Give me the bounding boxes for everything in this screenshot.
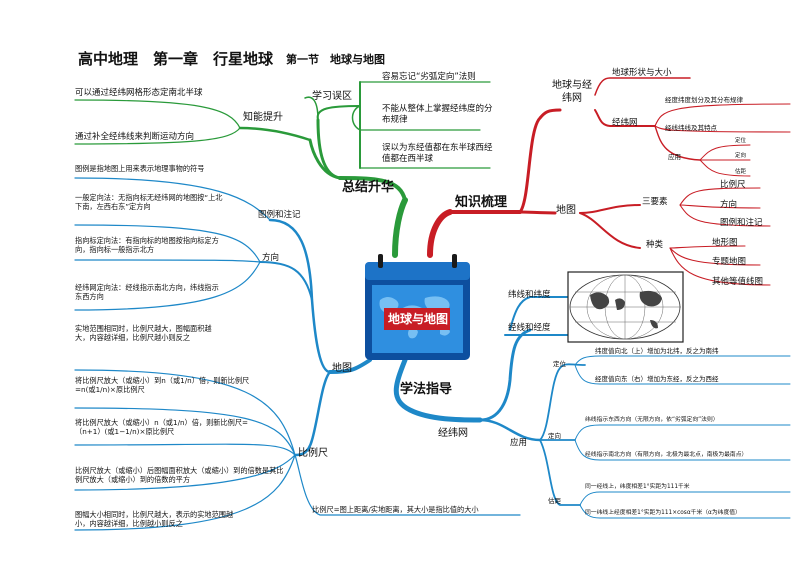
dx-item: 纬线指示东西方向（无限方向，依“劣弧定向”法则） — [585, 417, 719, 423]
jwd-item: 经度纬度划分及其分布规律 — [665, 96, 743, 104]
jwd-item: 经线纬线及其特点 — [665, 124, 717, 132]
knowledge-branch-lines — [427, 77, 791, 286]
xuexi-wuqu: 学习误区 — [312, 91, 352, 102]
yy-item: 定向 — [735, 153, 747, 159]
knowledge-branch-label: 知识梳理 — [455, 195, 508, 210]
dqxz: 地球形状与大小 — [612, 68, 672, 78]
jx-jd: 经线和经度 — [508, 323, 551, 333]
fx-item: 一般定向法：无指向标无经纬网的地图按“上北下南，左西右东”定方向 — [75, 193, 223, 211]
section-title: 第一节 地球与地图 — [286, 53, 385, 66]
wq-item: 不能从整体上掌握经纬度的分布规律 — [382, 104, 493, 125]
jww: 经纬网 — [612, 118, 638, 128]
dw-item: 纬度值向北（上）增加为北纬，反之为南纬 — [595, 347, 719, 355]
dingwei: 定位 — [553, 360, 566, 368]
wq-item: 误以为东经值都在东半球西经值都在西半球 — [382, 143, 493, 164]
bls-item: 实地范围相同时，比例尺越大，图幅面积越大，内容越详细，比例尺越小则反之 — [75, 324, 212, 342]
method-map: 地图 — [332, 363, 352, 374]
fangxiang: 方向 — [262, 253, 280, 263]
method-yingyong: 应用 — [510, 438, 528, 448]
page-title: 高中地理 第一章 行星地球 — [78, 50, 274, 68]
zl-item: 其他等值线图 — [712, 277, 764, 287]
dx-item: 经线指示南北方向（有限方向，北极为最北点，南极为最南点） — [585, 452, 748, 458]
bls-item: 比例尺放大（或缩小）后图幅面积放大（或缩小）到的倍数是其比例尺放大（或缩小）到的… — [75, 466, 284, 484]
sys-item: 方向 — [720, 200, 738, 210]
fx-item: 指向标定向法：有指向标的地图按指向标定方向，指向标一般指示北方 — [75, 236, 219, 254]
zl-item: 地形图 — [712, 238, 738, 248]
sys: 三要素 — [642, 197, 668, 207]
method-jww: 经纬网 — [438, 428, 468, 439]
zt-item: 通过补全经纬线来判断运动方向 — [75, 132, 195, 142]
zhineng-tisheng: 知能提升 — [243, 112, 283, 123]
guju: 估距 — [548, 497, 561, 505]
center-card — [365, 254, 470, 360]
dqjww: 地球与经纬网 — [552, 80, 592, 104]
yy-item: 定位 — [735, 138, 747, 144]
summary-branch-label: 总结升华 — [342, 180, 395, 195]
center-label: 地球与地图 — [388, 312, 449, 326]
summary-branch-lines — [74, 81, 491, 258]
ditu: 地图 — [556, 205, 576, 216]
yy-item: 估距 — [735, 169, 747, 175]
bls-item: 将比例尺放大（或缩小）n（或1/n）倍，则新比例尺=（n+1）(或1−1/n)×… — [75, 418, 249, 436]
fx-item: 经纬网定向法：经线指示南北方向，纬线指示东西方向 — [75, 283, 219, 301]
bls-item: 图幅大小相同时，比例尺越大，表示的实地范围越小，内容越详细，比例越小则反之 — [75, 510, 234, 528]
yingyong: 应用 — [668, 153, 681, 161]
zhonglei: 种类 — [646, 240, 664, 250]
dingxiang: 定向 — [548, 432, 561, 440]
tuli-zhuji: 图例和注记 — [258, 210, 301, 220]
gj-item: 同一经线上，纬度相差1°实距为111千米 — [585, 484, 690, 490]
sys-item: 比例尺 — [720, 180, 746, 190]
wx-wd: 纬线和纬度 — [508, 290, 551, 300]
wq-item: 容易忘记“劣弧定向”法则 — [382, 72, 476, 82]
gj-item: 同一纬线上经度相差1°实距为111×cosα千米（α为纬度值） — [585, 510, 741, 516]
bls: 比例尺 — [298, 448, 328, 459]
dw-item: 经度值向东（右）增加为东经，反之为西经 — [595, 375, 719, 383]
zt-item: 可以通过经纬网格形态定南北半球 — [75, 88, 203, 98]
sys-item: 图例和注记 — [720, 218, 763, 228]
tuli-item: 图例是指地图上用来表示地理事物的符号 — [75, 164, 205, 173]
method-branch-lines — [74, 177, 791, 531]
bls-def: 比例尺=图上距离/实地距离，其大小是指比值的大小 — [312, 505, 479, 514]
bls-item: 将比例尺放大（或缩小）到n（或1/n）倍，则新比例尺=n(或1/n)×原比例尺 — [75, 376, 250, 394]
zl-item: 专题地图 — [712, 257, 747, 267]
method-branch-label: 学法指导 — [400, 382, 453, 397]
graticule-map — [567, 271, 684, 343]
